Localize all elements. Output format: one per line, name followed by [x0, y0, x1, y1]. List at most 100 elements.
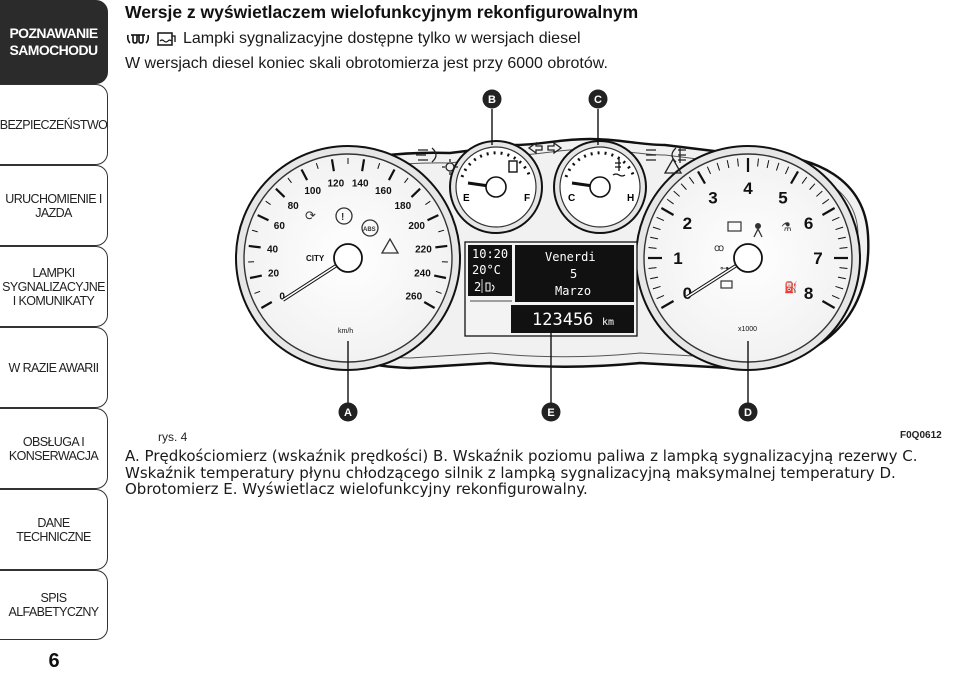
dpf-icon: [727, 221, 742, 232]
minor-tick: [254, 290, 261, 294]
callout-a: A: [344, 407, 352, 419]
major-tick: [821, 300, 836, 309]
minor-tick: [822, 198, 830, 205]
tab-dane-techniczne[interactable]: DANE TECHNICZNE: [0, 489, 108, 570]
tab-label: DANE TECHNICZNE: [16, 515, 91, 544]
tab-bezpieczenstwo[interactable]: BEZPIECZEŃSTWO: [0, 84, 108, 165]
minor-tick: [680, 183, 687, 190]
minor-tick: [839, 247, 848, 249]
figure-code: F0Q0612: [900, 430, 942, 441]
scale-label: 7: [813, 249, 822, 268]
temp-cold-label: C: [568, 193, 575, 204]
minor-tick: [673, 190, 680, 197]
scale-label: 0: [279, 292, 285, 303]
tab-obsluga-i-konserwacja[interactable]: OBSŁUGA I KONSERWACJA: [0, 408, 108, 489]
oil-pressure-icon: ⛽: [784, 281, 798, 294]
svg-text:!: !: [341, 212, 344, 223]
display-day: Venerdi: [545, 250, 596, 264]
diesel-note: Lampki sygnalizacyjne dostępne tylko w w…: [125, 30, 581, 48]
major-tick: [257, 214, 269, 222]
scale-label: 200: [408, 221, 425, 232]
figure-caption: rys. 4: [158, 430, 188, 444]
minor-tick: [706, 166, 712, 175]
major-tick: [330, 159, 335, 172]
airbag-icon: ⚗: [781, 220, 792, 234]
scale-label: 220: [415, 244, 432, 255]
multifunction-display: 10:20 20°C 2 Venerdi 5 Marzo 123456 km: [464, 241, 638, 337]
fuel-empty-label: E: [463, 193, 470, 204]
tab-spis-alfabetyczny[interactable]: SPIS ALFABETYCZNY: [0, 570, 108, 640]
major-tick: [660, 207, 675, 216]
scale-label: 180: [394, 201, 411, 212]
tab-poznawanie-samochodu[interactable]: POZNAWANIE SAMOCHODU: [0, 0, 108, 84]
tab-label: OBSŁUGA I KONSERWACJA: [8, 434, 99, 463]
callout-b: B: [488, 94, 496, 106]
major-tick: [697, 170, 706, 185]
scale-label: 140: [352, 178, 369, 189]
glow-plug-lamp-icon: ꝏ: [714, 243, 724, 254]
minor-tick: [737, 158, 739, 167]
high-beam-icon: [646, 149, 656, 161]
tab-label: SPIS ALFABETYCZNY: [8, 591, 99, 619]
minor-tick: [425, 200, 431, 206]
minor-tick: [837, 236, 846, 240]
fuel-pump-icon: [508, 160, 518, 173]
scale-label: 80: [288, 201, 300, 212]
right-turn-icon: [547, 141, 563, 155]
scale-label: 100: [304, 186, 321, 197]
major-tick: [260, 301, 273, 309]
svg-text:ABS: ABS: [363, 227, 376, 233]
tab-lampki-sygnalizacyjne[interactable]: LAMPKI SYGNALIZACYJNE I KOMUNIKATY: [0, 246, 108, 327]
tab-w-razie-awarii[interactable]: W RAZIE AWARII: [0, 327, 108, 408]
front-fog-light-icon: [416, 149, 428, 161]
minor-tick: [766, 160, 770, 169]
tachometer-hub: [733, 243, 763, 273]
minor-tick: [650, 236, 659, 240]
scale-label: 240: [414, 269, 431, 280]
temp-hot-label: H: [627, 193, 634, 204]
minor-tick: [726, 160, 730, 169]
display-odometer-unit: km: [602, 317, 614, 328]
top-indicator-lamps: [416, 141, 686, 175]
scale-label: 160: [375, 186, 392, 197]
minor-tick: [265, 200, 271, 206]
speed-unit: km/h: [338, 328, 353, 335]
major-tick: [435, 244, 448, 249]
display-time: 10:20: [472, 247, 508, 261]
scale-label: 2: [683, 214, 692, 233]
minor-tick: [809, 183, 816, 190]
major-tick: [361, 159, 366, 172]
major-tick: [387, 168, 396, 181]
water-in-fuel-icon: [157, 32, 176, 46]
major-tick: [434, 274, 447, 280]
minor-tick: [801, 176, 808, 184]
coolant-temp-icon: [612, 157, 626, 177]
tab-uruchomienie-i-jazda[interactable]: URUCHOMIENIE I JAZDA: [0, 165, 108, 246]
rear-fog-light-icon: [671, 147, 686, 163]
callout-d: D: [744, 407, 752, 419]
headlight-level-icon: [485, 282, 495, 292]
display-month: Marzo: [555, 284, 591, 298]
minor-tick: [831, 216, 840, 222]
engine-failure-icon: ⊶: [720, 263, 729, 273]
major-tick: [423, 301, 436, 309]
minor-tick: [315, 162, 319, 169]
major-tick: [427, 214, 439, 222]
scale-label: 5: [778, 188, 787, 207]
minor-tick: [251, 229, 258, 233]
major-tick: [300, 168, 309, 181]
minor-tick: [287, 177, 292, 184]
minor-tick: [377, 162, 381, 169]
display-odometer: 123456: [532, 310, 593, 330]
fuel-full-label: F: [524, 193, 530, 204]
glow-plug-icon: [126, 34, 150, 44]
section-title: Wersje z wyświetlaczem wielofunkcyjnym r…: [125, 2, 639, 22]
tab-label: LAMPKI SYGNALIZACYJNE I KOMUNIKATY: [2, 265, 105, 308]
callout-e: E: [547, 407, 554, 419]
minor-tick: [404, 177, 409, 184]
major-tick: [410, 187, 421, 198]
minor-tick: [435, 290, 442, 294]
page-number: 6: [48, 650, 60, 672]
